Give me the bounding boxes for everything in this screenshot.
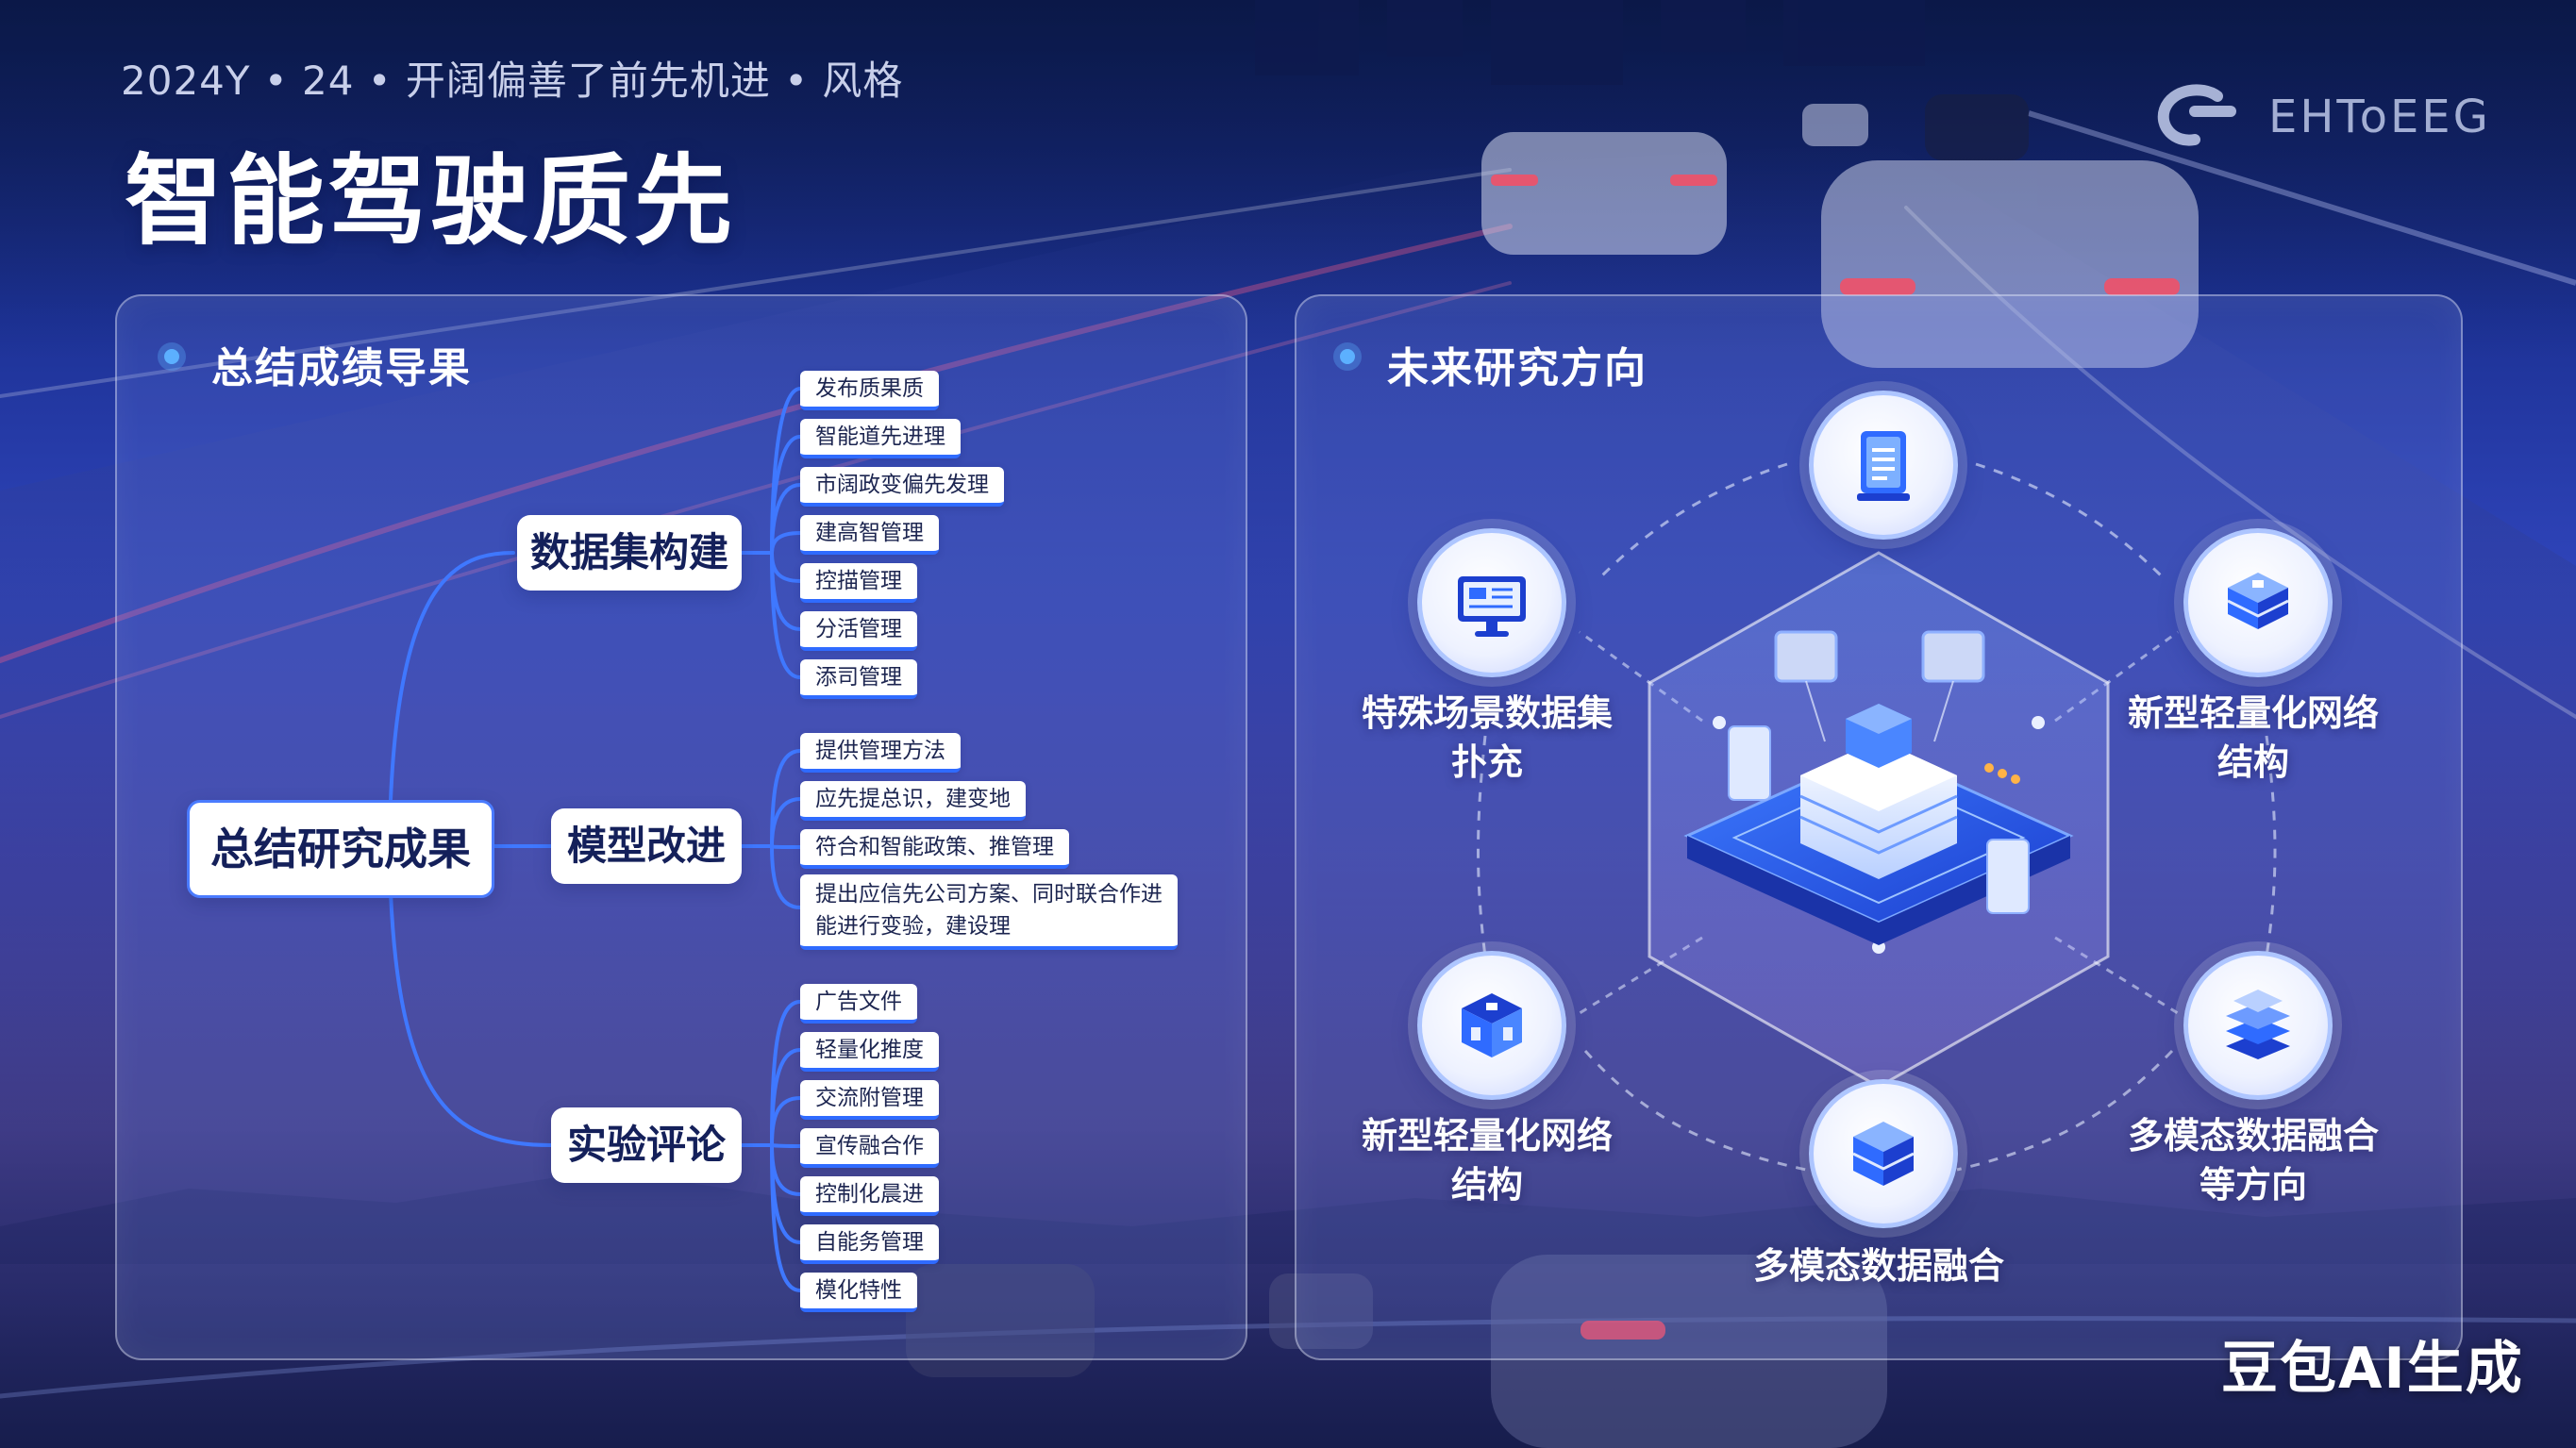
data-box-icon: [1809, 1079, 1958, 1228]
mindmap-leaf: 建高智管理: [800, 515, 939, 555]
mindmap-leaf: 智能道先进理: [800, 419, 961, 458]
document-icon: [1809, 391, 1958, 540]
bullet-dot-icon: [1340, 349, 1355, 364]
mindmap-leaf: 广告文件: [800, 984, 917, 1024]
future-diagram: [1477, 462, 2277, 1172]
mindmap-leaf: 交流附管理: [800, 1080, 939, 1120]
logo-mark-icon: [2157, 84, 2236, 146]
mindmap-leaf: 自能务管理: [800, 1224, 939, 1264]
summary-panel-title: 总结成绩导果: [211, 344, 472, 392]
brand-logo: EHToEEG: [2151, 83, 2488, 149]
future-panel: 未来研究方向 特殊场景数据集 扑充 新型轻量化网络 结构: [1295, 294, 2463, 1360]
mindmap-leaf: 市阔政变偏先发理: [800, 467, 1004, 507]
mindmap-connectors: [389, 387, 802, 1292]
mindmap-leaf: 发布质果质: [800, 371, 939, 410]
mindmap-leaf: 控描管理: [800, 563, 917, 603]
layers-icon: [2183, 951, 2333, 1100]
mindmap-leaf: 模化特性: [800, 1273, 917, 1312]
monitor-icon: [1417, 528, 1566, 677]
mindmap-leaf: 分活管理: [800, 611, 917, 651]
direction-label: 特殊场景数据集 扑充: [1361, 692, 1613, 783]
future-panel-title: 未来研究方向: [1387, 344, 1648, 392]
direction-label: 多模态数据融合: [1752, 1245, 2004, 1287]
summary-panel: 总结成绩导果 总结研究成果 数据集构建 模型改进 实验评论 发布质果质 智能道先…: [115, 294, 1247, 1360]
direction-label: 多模态数据融合 等方向: [2127, 1115, 2379, 1206]
logo-text: EHToEEG: [2268, 91, 2491, 143]
mindmap-leaf: 控制化晨进: [800, 1176, 939, 1216]
mindmap-leaf: 添司管理: [800, 659, 917, 699]
slide-title: 智能驾驶质先: [125, 143, 737, 258]
cube-icon: [1417, 951, 1566, 1100]
slide-subtitle: 2024Y • 24 • 开阔偏善了前先机进 • 风格: [121, 58, 904, 104]
ai-watermark: 豆包AI生成: [2221, 1336, 2524, 1402]
connector-root-experiment: [389, 890, 553, 1147]
mindmap-leaf: 符合和智能政策、推管理: [800, 829, 1069, 869]
mindmap-branch-model: 模型改进: [551, 808, 742, 884]
mindmap-leaf: 应先提总识，建变地: [800, 781, 1026, 821]
server-stack-icon: [2183, 528, 2333, 677]
direction-label: 新型轻量化网络 结构: [1361, 1115, 1613, 1206]
mindmap-branch-dataset: 数据集构建: [517, 515, 742, 591]
mindmap-leaf: 宣传融合作: [800, 1128, 939, 1168]
mindmap-root-node: 总结研究成果: [187, 800, 494, 898]
mindmap-leaf: 提出应信先公司方案、同时联合作进 能进行变验，建设理: [800, 874, 1178, 950]
mindmap-leaf: 提供管理方法: [800, 733, 961, 773]
bullet-dot-icon: [164, 349, 179, 364]
direction-label: 新型轻量化网络 结构: [2127, 692, 2379, 783]
mindmap-leaf: 轻量化推度: [800, 1032, 939, 1072]
connector-root-dataset: [389, 551, 515, 802]
mindmap-branch-experiment: 实验评论: [551, 1107, 742, 1183]
